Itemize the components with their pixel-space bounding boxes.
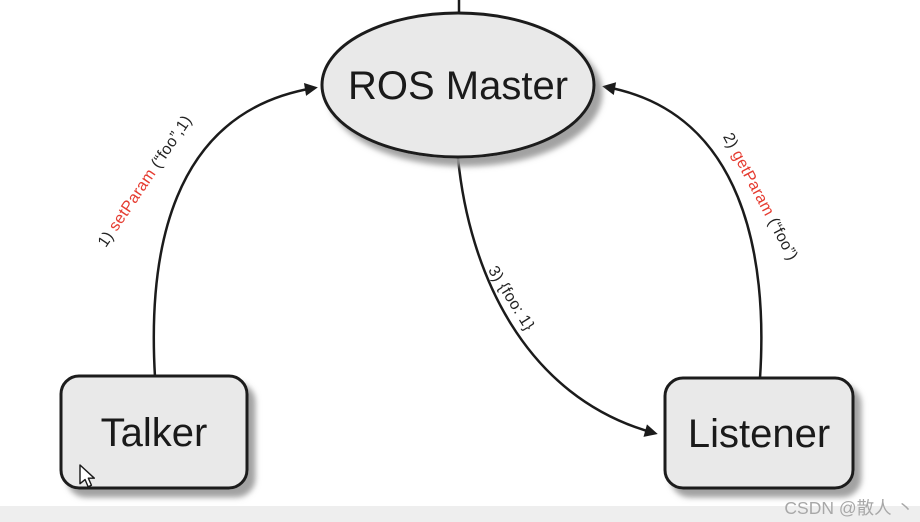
listener-label: Listener bbox=[688, 412, 830, 456]
edge2-call: getParam bbox=[728, 148, 777, 219]
edge1-call: setParam bbox=[106, 166, 160, 234]
listener-box bbox=[663, 376, 855, 490]
bottom-frame-strip bbox=[0, 506, 920, 522]
edge1-args: (“foo”,1) bbox=[148, 113, 195, 172]
edge-getparam-arrow bbox=[602, 82, 763, 379]
node-talker: Talker bbox=[59, 374, 249, 490]
talker-box bbox=[59, 374, 249, 490]
talker-label: Talker bbox=[101, 411, 208, 455]
edge-label-setparam: 1) setParam (“foo”,1) bbox=[95, 113, 196, 251]
edge2-args: (“foo”) bbox=[764, 215, 800, 263]
ros-master-label: ROS Master bbox=[348, 64, 568, 108]
csdn-watermark: CSDN @散人 丶 bbox=[784, 498, 914, 518]
mouse-pointer-icon bbox=[79, 464, 96, 488]
edge-label-getparam: 2) getParam (“foo”) bbox=[719, 130, 801, 263]
node-listener: Listener bbox=[663, 376, 855, 490]
ros-master-ellipse bbox=[320, 11, 596, 159]
edge-setparam-arrow bbox=[152, 83, 318, 378]
node-ros-master: ROS Master bbox=[320, 11, 596, 159]
edge-param-value-arrow bbox=[456, 157, 658, 437]
